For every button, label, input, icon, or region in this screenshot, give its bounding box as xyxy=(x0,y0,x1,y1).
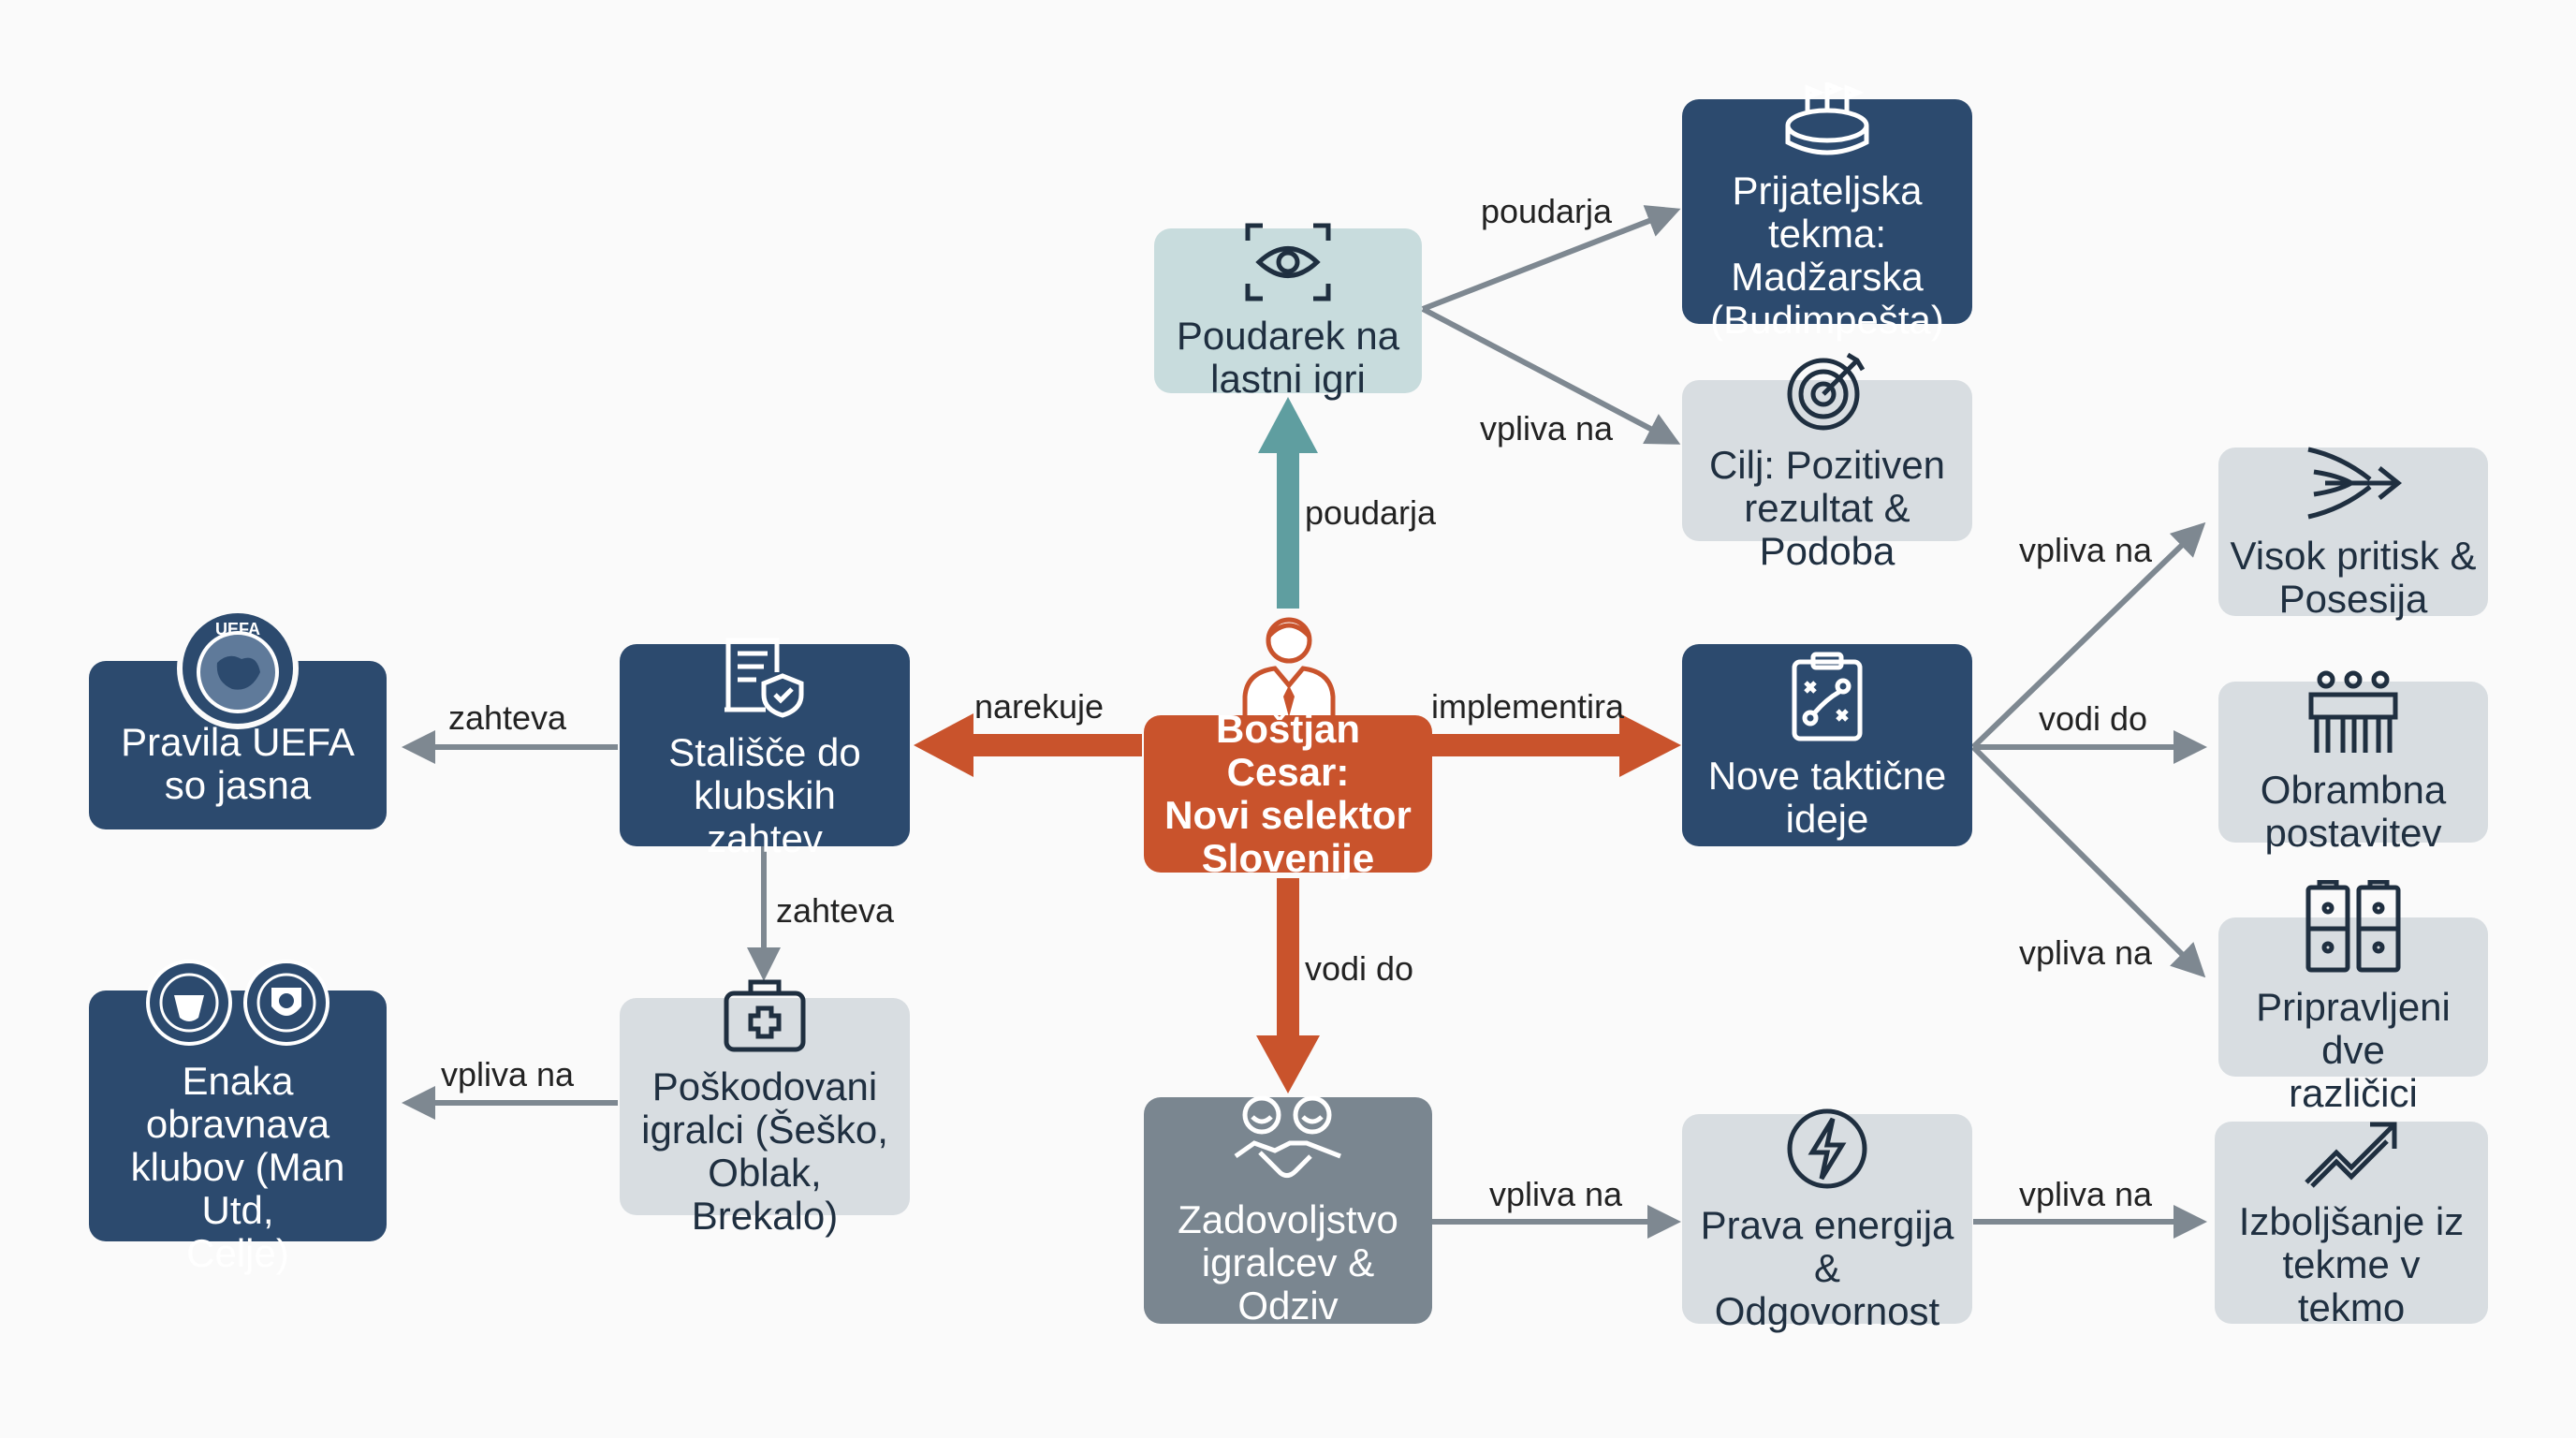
uefa-logo-icon: UEFA xyxy=(176,607,300,730)
document-shield-icon xyxy=(721,631,809,724)
edge-tactics-pressing xyxy=(1970,521,2206,750)
node-stance-label: Stališče do klubskih zahtev xyxy=(668,729,861,860)
node-friendly[interactable]: Prijateljska tekma: Madžarska (Budimpešt… xyxy=(1682,80,1972,341)
edge-focus-goal xyxy=(1421,306,1681,445)
node-goal-label: Cilj: Pozitiven rezultat & Podoba xyxy=(1708,442,1946,573)
defensive-wall-icon xyxy=(2307,670,2399,761)
edge-label-tactics-two: vpliva na xyxy=(2018,933,2153,972)
node-friendly-label: Prijateljska tekma: Madžarska (Budimpešt… xyxy=(1710,168,1944,342)
edge-center-focus xyxy=(1258,397,1318,609)
node-pressing-label: Visok pritisk & Posesija xyxy=(2230,533,2477,621)
node-clubs[interactable]: Enaka obravnava klubov (Man Utd, Celje) xyxy=(89,959,387,1274)
edge-center-tactics xyxy=(1432,713,1681,777)
two-pitches-icon xyxy=(2305,879,2402,978)
club-crests-icon xyxy=(144,958,331,1052)
edge-label-satisfaction-energy: vpliva na xyxy=(1488,1175,1623,1213)
edge-center-satisfaction xyxy=(1256,878,1320,1093)
node-uefa-label: Pravila UEFA so jasna xyxy=(121,720,355,807)
node-stance[interactable]: Stališče do klubskih zahtev xyxy=(620,638,910,859)
node-focus-label: Poudarek na lastni igri xyxy=(1176,313,1400,401)
edge-label-tactics-pressing: vpliva na xyxy=(2018,531,2153,569)
edge-label-tactics-defense: vodi do xyxy=(2038,699,2148,738)
edge-focus-friendly xyxy=(1421,205,1681,312)
edge-label-energy-improve: vpliva na xyxy=(2018,1175,2153,1213)
forward-arrows-icon xyxy=(2305,444,2403,527)
medical-kit-icon xyxy=(721,976,809,1058)
edge-label-center-stance: narekuje xyxy=(973,687,1105,726)
stadium-icon xyxy=(1783,80,1871,162)
node-defense-label: Obrambna postavitev xyxy=(2260,767,2447,855)
node-pressing[interactable]: Visok pritisk & Posesija xyxy=(2218,447,2488,620)
node-center[interactable]: Boštjan Cesar: Novi selektor Slovenije xyxy=(1144,708,1432,880)
node-injured[interactable]: Poškodovani igralci (Šeško, Oblak, Breka… xyxy=(620,979,910,1237)
node-energy[interactable]: Prava energija & Odgovornost xyxy=(1682,1108,1972,1332)
node-focus[interactable]: Poudarek na lastni igri xyxy=(1154,223,1422,400)
edge-tactics-two xyxy=(1970,744,2206,978)
node-improve-label: Izboljšanje iz tekme v tekmo xyxy=(2238,1198,2465,1329)
edge-label-center-tactics: implementira xyxy=(1430,687,1625,726)
person-suit-icon xyxy=(1237,610,1340,721)
svg-text:UEFA: UEFA xyxy=(215,620,260,638)
node-two-systems[interactable]: Pripravljeni dve različici xyxy=(2218,879,2488,1114)
node-tactics[interactable]: Nove taktične ideje xyxy=(1682,644,1972,846)
trend-up-icon xyxy=(2303,1117,2400,1193)
edge-label-center-focus: poudarja xyxy=(1304,493,1437,532)
edge-label-stance-uefa: zahteva xyxy=(447,698,567,737)
target-icon xyxy=(1786,349,1868,436)
edge-label-stance-injured: zahteva xyxy=(775,891,895,930)
node-satisfaction-label: Zadovoljstvo igralcev & Odziv xyxy=(1178,1196,1398,1328)
edge-label-focus-goal: vpliva na xyxy=(1479,409,1614,448)
node-defense[interactable]: Obrambna postavitev xyxy=(2218,670,2488,854)
edge-label-center-satisfaction: vodi do xyxy=(1304,949,1414,988)
eye-focus-icon xyxy=(1244,222,1332,307)
node-uefa[interactable]: Pravila UEFA so jasna xyxy=(89,661,387,829)
lightning-icon xyxy=(1784,1106,1870,1196)
edge-label-injured-clubs: vpliva na xyxy=(440,1055,575,1093)
node-improve[interactable]: Izboljšanje iz tekme v tekmo xyxy=(2215,1122,2488,1328)
handshake-icon xyxy=(1232,1094,1344,1191)
node-satisfaction[interactable]: Zadovoljstvo igralcev & Odziv xyxy=(1144,1094,1432,1327)
node-goal[interactable]: Cilj: Pozitiven rezultat & Podoba xyxy=(1682,352,1972,572)
node-energy-label: Prava energija & Odgovornost xyxy=(1700,1202,1954,1333)
edge-label-focus-friendly: poudarja xyxy=(1480,192,1613,230)
node-clubs-label: Enaka obravnava klubov (Man Utd, Celje) xyxy=(130,1058,345,1275)
tactics-board-icon xyxy=(1789,651,1866,747)
node-center-label: Boštjan Cesar: Novi selektor Slovenije xyxy=(1164,707,1412,880)
node-two-systems-label: Pripravljeni dve različici xyxy=(2256,984,2451,1115)
node-tactics-label: Nove taktične ideje xyxy=(1707,753,1947,841)
edge-center-stance xyxy=(914,713,1142,777)
node-injured-label: Poškodovani igralci (Šeško, Oblak, Breka… xyxy=(641,1064,888,1238)
